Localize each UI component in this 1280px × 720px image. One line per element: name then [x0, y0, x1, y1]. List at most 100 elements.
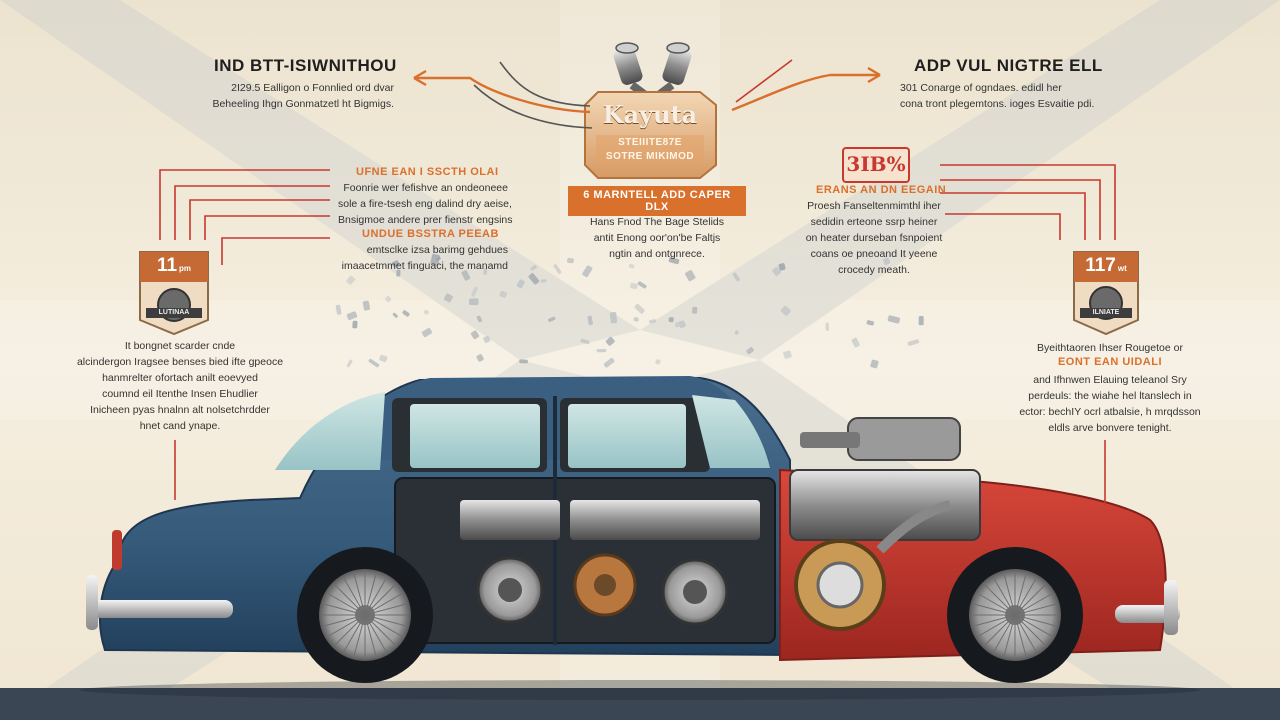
center-body-line: Hans Fnod The Bage Stelids	[589, 216, 725, 228]
center-logo-plaque	[584, 91, 717, 179]
wheel-spoke	[1014, 603, 1058, 616]
particle	[783, 350, 792, 359]
wheel-spoke	[364, 614, 397, 647]
arrow-top-left	[414, 76, 591, 114]
particle	[582, 265, 593, 278]
particle	[470, 330, 480, 340]
particle	[528, 273, 540, 285]
particle	[732, 272, 740, 282]
callout-arrows	[159, 59, 1116, 505]
particle	[634, 303, 645, 314]
road	[0, 688, 1280, 720]
particle	[609, 311, 618, 324]
wheel-spoke	[972, 603, 1016, 616]
top-right-line: cona tront plegemtons. ioges Esvaitie pd…	[900, 98, 1095, 110]
low-left-body: It bongnet scarder cnde alcindergon Irag…	[70, 338, 290, 434]
wheel-spoke	[1014, 614, 1054, 638]
mid-left-body-2: emtsclke izsa barimg gehdues imaacetmmet…	[338, 242, 508, 274]
particle	[483, 268, 488, 275]
particle	[587, 315, 593, 326]
wheel-spoke	[342, 576, 366, 616]
right-spec-badge	[1073, 251, 1139, 336]
particle	[685, 270, 696, 282]
particle	[530, 265, 537, 271]
arrows-mid-right	[940, 164, 1116, 505]
particle	[648, 319, 656, 324]
particle	[476, 354, 484, 362]
particle	[362, 300, 371, 311]
top-left-line: 2I29.5 Ealligon o Fonnlied ord dvar	[231, 82, 394, 94]
low-left-line: alcindergon Iragsee benses bied ifte gpe…	[76, 356, 284, 368]
arrow-top-right	[731, 73, 880, 112]
low-right-line: eldls arve bonvere tenight.	[1048, 422, 1172, 434]
mid-left-line: sole a fire-tsesh eng dalind dry aeise,	[338, 198, 512, 210]
wheel-spoke	[364, 614, 388, 654]
top-right-line: 301 Conarge of ogndaes. edidl her	[900, 82, 1062, 94]
center-body-text: Hans Fnod The Bage Stelids antit Enong o…	[572, 214, 742, 262]
particle	[553, 264, 562, 274]
wheel-spoke	[364, 576, 388, 616]
front-bumper	[1115, 605, 1180, 623]
wheel-spoke	[333, 583, 366, 616]
cutaway-engine-right	[650, 500, 760, 626]
percent-badge-value: 3IB%	[846, 152, 906, 176]
particle	[402, 310, 410, 317]
particle	[633, 317, 639, 322]
wheel-spoke	[364, 614, 377, 658]
wheel-spoke	[983, 583, 1016, 616]
wheel-spoke	[1014, 614, 1047, 647]
particle	[825, 322, 830, 331]
particle	[907, 339, 920, 346]
particle	[396, 269, 401, 277]
mid-right-line: crocedy meath.	[838, 264, 910, 276]
arrows-mid-left	[159, 169, 330, 500]
wheel-spoke	[333, 614, 366, 647]
mid-left-body: Foonrie wer fefishve an ondeoneee sole a…	[338, 180, 513, 228]
mid-right-line: Proesh Fanseltenmimthl iher	[807, 200, 941, 212]
particle	[430, 253, 440, 266]
particle	[499, 290, 507, 298]
mid-right-line: on heater durseban fsnpoient	[805, 232, 943, 244]
particle	[346, 311, 358, 321]
wheel-spoke	[976, 592, 1016, 616]
cutaway-engine-left	[460, 500, 560, 624]
mid-right-line: coans oe pneoand It yeene	[810, 248, 938, 260]
particle	[461, 270, 471, 281]
wheel-spoke	[326, 592, 366, 616]
wheel-spoke	[364, 592, 404, 616]
wheel-spoke	[364, 614, 404, 638]
left-badge-unit: pm	[179, 264, 192, 273]
particle	[423, 309, 429, 315]
low-left-line: It bongnet scarder cnde	[124, 340, 236, 352]
percent-badge	[842, 147, 910, 183]
center-logo-title: Kayuta	[602, 100, 698, 129]
mid-left-heading-2: UNDUE BSSTRA PEEAB	[362, 228, 499, 240]
particle	[630, 282, 638, 290]
wheel-spoke	[1003, 614, 1016, 658]
engine-bay	[789, 417, 981, 631]
top-left-body: 2I29.5 Ealligon o Fonnlied ord dvar Behe…	[204, 80, 394, 112]
mid-right-heading: ERANS AN DN EEGAIN	[816, 184, 947, 196]
particle	[352, 320, 358, 329]
wheel-spoke	[983, 614, 1016, 647]
wheel-spoke	[322, 603, 366, 616]
wheel-spoke	[1014, 572, 1027, 616]
low-right-heading: EONT EAN UIDALI	[1057, 356, 1163, 368]
wheel-spoke	[976, 614, 1016, 638]
particle	[368, 358, 380, 368]
floating-particles	[335, 253, 924, 369]
particle	[883, 257, 891, 265]
top-right-title: ADP VUL NIGTRE ELL	[914, 56, 1103, 75]
particle	[605, 336, 615, 346]
wheel-spoke	[1014, 583, 1047, 616]
particle	[335, 304, 342, 315]
low-right-line: ector: bechIY ocrl atbalsie, h mrqdsson	[1019, 406, 1201, 418]
particle	[675, 322, 680, 328]
particle	[519, 359, 528, 364]
particle	[566, 257, 574, 264]
particle	[540, 279, 547, 283]
wheel-spoke	[1014, 576, 1038, 616]
wheel-spoke	[1014, 592, 1054, 616]
